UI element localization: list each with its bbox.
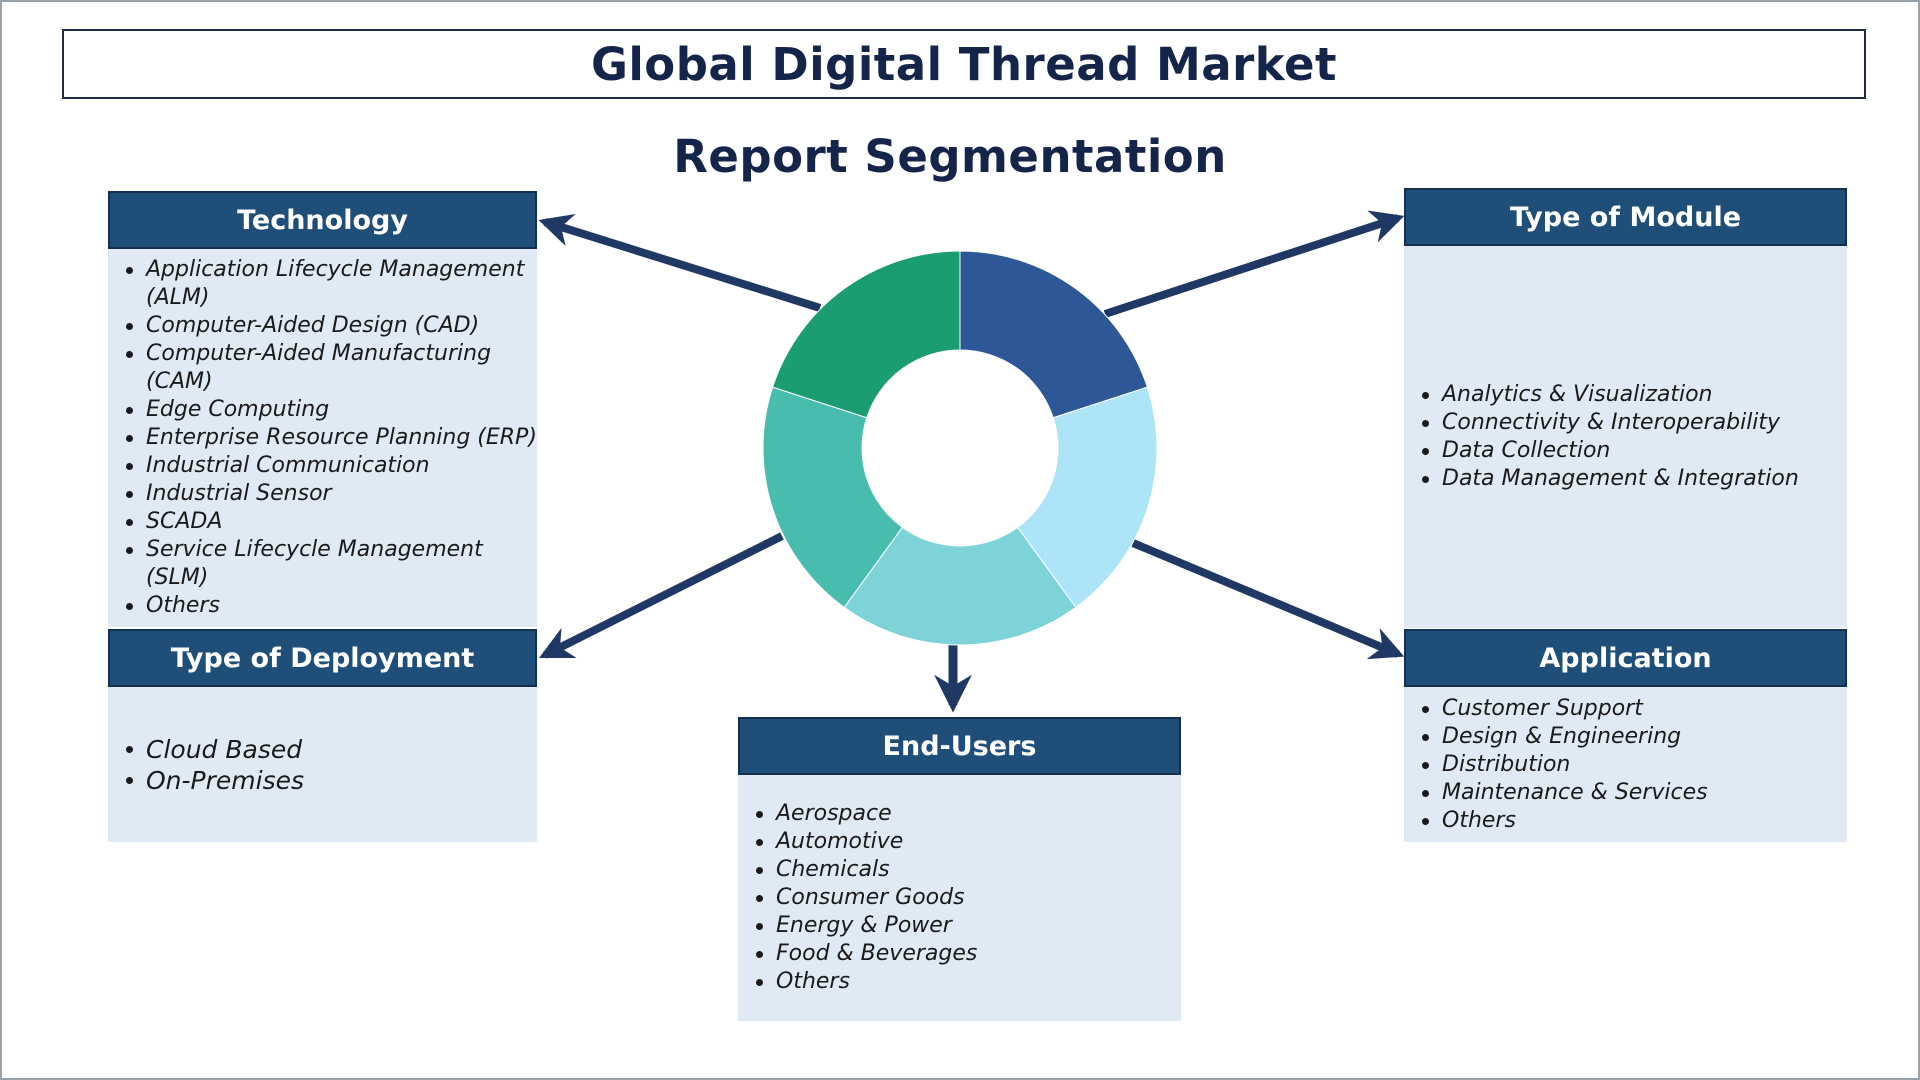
list-item: Others	[126, 592, 537, 620]
arrow-to-application	[1131, 539, 1405, 660]
type-of-module-card: Type of Module Analytics & Visualization…	[1404, 188, 1847, 628]
arrow-to-technology	[538, 213, 822, 312]
title-box: Global Digital Thread Market	[62, 29, 1866, 99]
page-title: Global Digital Thread Market	[590, 37, 1338, 91]
arrow-to-type-of-deployment	[538, 532, 784, 659]
end-users-header: End-Users	[738, 717, 1181, 775]
type-of-module-header: Type of Module	[1404, 188, 1847, 246]
list-item: Analytics & Visualization	[1422, 381, 1847, 409]
list-item: Computer-Aided Manufacturing	[126, 340, 537, 368]
list-item: Customer Support	[1422, 695, 1847, 723]
list-item: (SLM)	[146, 565, 209, 590]
list-item: Automotive	[756, 828, 1181, 856]
list-item: Distribution	[1422, 751, 1847, 779]
type-of-deployment-header: Type of Deployment	[108, 629, 537, 687]
list-item: Aerospace	[756, 800, 1181, 828]
list-item: (ALM)	[146, 285, 210, 310]
list-item: Others	[756, 968, 1181, 996]
donut-slice-1	[959, 250, 1148, 419]
list-item: Design & Engineering	[1422, 723, 1847, 751]
list-item: Others	[1422, 807, 1847, 835]
list-item: Industrial Sensor	[126, 480, 537, 508]
technology-card: Technology Application Lifecycle Managem…	[108, 191, 537, 627]
list-item: Data Management & Integration	[1422, 465, 1847, 493]
list-item: Enterprise Resource Planning (ERP)	[126, 425, 537, 450]
donut-slice-2	[1016, 386, 1158, 609]
list-item: On-Premises	[126, 765, 537, 796]
list-item: Data Collection	[1422, 437, 1847, 465]
donut-slice-3	[843, 526, 1077, 646]
list-item: Chemicals	[756, 856, 1181, 884]
list-item: Service Lifecycle Management	[126, 536, 537, 564]
arrow-to-type-of-module	[1103, 210, 1405, 318]
list-item: Consumer Goods	[756, 884, 1181, 912]
technology-header: Technology	[108, 191, 537, 249]
list-item: (CAM)	[146, 369, 213, 394]
list-item: Application Lifecycle Management	[126, 256, 537, 284]
list-item: Connectivity & Interoperability	[1422, 409, 1847, 437]
page-subtitle: Report Segmentation	[673, 130, 1227, 183]
donut-slice-4	[762, 386, 904, 609]
list-item: Maintenance & Services	[1422, 779, 1847, 807]
list-item: Energy & Power	[756, 912, 1181, 940]
list-item: Edge Computing	[126, 396, 537, 424]
list-item: Food & Beverages	[756, 940, 1181, 968]
list-item: Cloud Based	[126, 734, 537, 765]
application-header: Application	[1404, 629, 1847, 687]
technology-list: Application Lifecycle Management(ALM)Com…	[108, 256, 537, 620]
list-item: SCADA	[126, 508, 537, 536]
list-item: Industrial Communication	[126, 452, 537, 480]
donut-slice-5	[772, 250, 961, 419]
list-item: Computer-Aided Design (CAD)	[126, 312, 537, 340]
